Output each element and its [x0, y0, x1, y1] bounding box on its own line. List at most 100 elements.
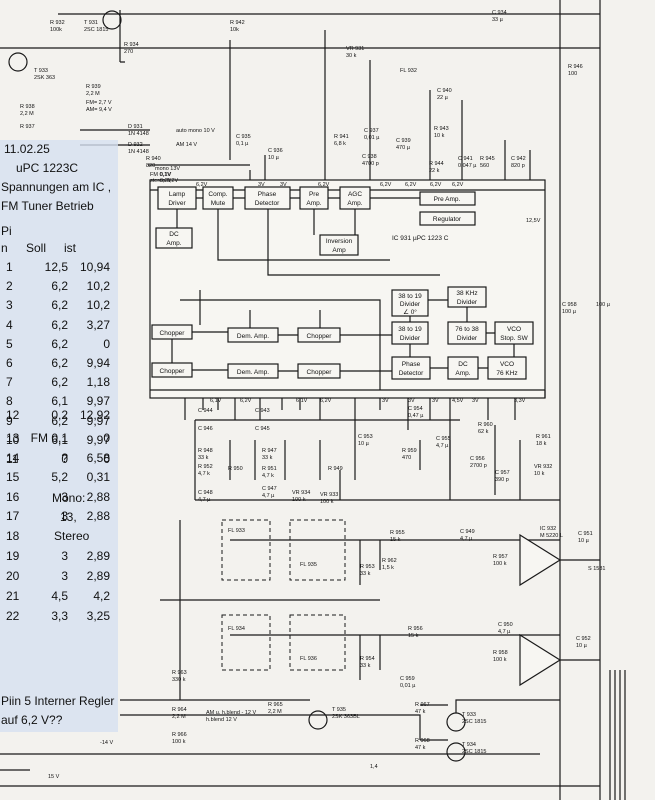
component-label: R 940 [146, 156, 161, 162]
mono-note-3: Stereo [54, 529, 90, 543]
component-label: 15 k [408, 633, 419, 639]
voltage-label: 6,2V [452, 182, 464, 188]
dc-amp-2-label-1: DC [458, 361, 468, 368]
soll-value: 5,2 [51, 470, 68, 484]
mono-note-1: Mono: [52, 491, 86, 505]
ist-value: 10,2 [86, 279, 110, 294]
component-label: 390 p [495, 477, 509, 483]
component-label: R 955 [390, 530, 405, 536]
component-label: R 946 [568, 64, 583, 70]
component-label: C 935 [236, 134, 251, 140]
component-label: 22 k [429, 168, 440, 174]
component-label: R 963 [172, 670, 187, 676]
component-label: R 949 [328, 466, 343, 472]
pre-amp-1-label-2: Amp. [306, 200, 321, 207]
component-label: C 953 [358, 434, 373, 440]
pin-number: 14 [6, 451, 20, 465]
pin-number: 17 [6, 509, 20, 523]
ic-931-label: IC 931 µPC 1223 C [392, 235, 449, 242]
component-label: R 937 [20, 124, 35, 130]
pin-number: 8 [6, 394, 13, 409]
component-label: R 938 [20, 104, 35, 110]
soll-value: 0 [61, 452, 68, 466]
component-label: 820 [146, 163, 155, 169]
component-label: FL 933 [228, 528, 245, 534]
chopper-3-label: Chopper [307, 333, 333, 340]
ist-value: 2,89 [86, 549, 110, 563]
component-label: VR 933 [320, 492, 338, 498]
opamp-ic932-a [519, 533, 562, 587]
component-label: 18 k [536, 441, 547, 447]
vco-76-label-2: 76 KHz [496, 370, 517, 377]
component-label: C 939 [396, 138, 411, 144]
component-label: 1N 4148 [128, 131, 149, 137]
component-label: R 956 [408, 626, 423, 632]
chopper-2-label: Chopper [160, 368, 186, 375]
comp-mute-label-2: Mute [211, 200, 226, 207]
component-label: S 1531 [588, 566, 605, 572]
ist-value: 0 [103, 336, 110, 351]
component-label: 2700 p [470, 463, 487, 469]
soll-value: 3 [61, 490, 68, 504]
pin-number: 5 [6, 336, 13, 351]
component-label: C 950 [498, 622, 513, 628]
voltage-label: 6,2V [240, 398, 252, 404]
component-label: 33 µ [492, 17, 504, 23]
component-label: C 951 [578, 531, 593, 537]
dem-amp-2-label: Dem. Amp. [237, 369, 269, 376]
component-label: C 952 [576, 636, 591, 642]
voltage-label: 4,5V [452, 398, 464, 404]
voltage-label: 0,2V [160, 178, 172, 184]
component-label: 22 µ [437, 95, 449, 101]
component-label: R 945 [480, 156, 495, 162]
ist-value: 0,31 [86, 470, 110, 484]
soll-value: 0,2 [51, 408, 68, 422]
component-label: 2SC 1815 [462, 719, 486, 725]
component-label: D 931 [128, 124, 143, 130]
notes-date: 11.02.25 [4, 142, 50, 156]
component-label: 470 µ [396, 145, 411, 151]
dem-amp-1-label: Dem. Amp. [237, 333, 269, 340]
chopper-1-label: Chopper [160, 330, 186, 337]
soll-value: ? [61, 451, 68, 465]
pre-amp-2-label: Pre Amp. [434, 196, 461, 203]
divider-38khz-label-1: 38 KHz [456, 290, 477, 297]
component-label: 4,7 k [262, 473, 274, 479]
col-soll-header: Soll [26, 241, 47, 255]
component-label: 2SC 1815 [462, 749, 486, 755]
soll-value: 4,5 [51, 589, 68, 603]
ist-value: 9,97 [86, 413, 110, 428]
component-label: 6,8 k [334, 141, 346, 147]
pin-number: 4 [6, 317, 13, 332]
component-label: R 957 [493, 554, 508, 560]
block-divider-38-19 [391, 289, 429, 317]
component-label: C 938 [362, 154, 377, 160]
soll-value: 6,2 [51, 317, 68, 332]
mono-note-2: 13, [60, 510, 77, 524]
component-label: R 951 [262, 466, 277, 472]
component-label: 0,01 µ [400, 683, 416, 689]
component-label: R 934 [124, 42, 139, 48]
ist-value: 10,2 [86, 298, 110, 313]
component-label: 4,7 µ [498, 629, 511, 635]
component-label: R 962 [382, 558, 397, 564]
opamp-ic932-b [519, 633, 562, 687]
component-label: FM= 2,7 V [86, 100, 112, 106]
component-label: AM 14 V [176, 142, 197, 148]
ist-value: 6,58 [86, 451, 110, 465]
component-label: auto mono 10 V [176, 128, 215, 134]
component-label: 30 k [346, 53, 357, 59]
lamp-driver-label-1: Lamp [169, 191, 186, 198]
pin-row: 18 [0, 529, 118, 548]
component-label: R 941 [334, 134, 349, 140]
component-label: R 967 [415, 702, 430, 708]
component-label: FL 936 [300, 656, 317, 662]
component-label: 100 k [320, 499, 334, 505]
component-label: C 942 [511, 156, 526, 162]
